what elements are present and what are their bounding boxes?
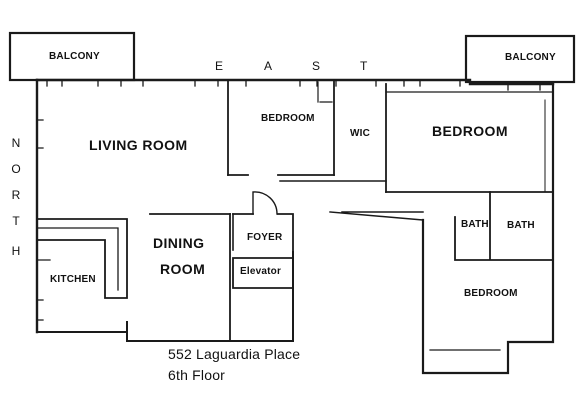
east-exterior-right: [421, 82, 555, 375]
address-caption: 552 Laguardia Place: [168, 346, 301, 362]
foyer-door-swing: [252, 191, 278, 215]
east-letter-a: A: [264, 59, 273, 73]
hall-south-wall: [329, 211, 424, 221]
living-room-label: LIVING ROOM: [89, 137, 188, 153]
east-letter-e: E: [215, 59, 224, 73]
master-bedroom-label: BEDROOM: [432, 123, 508, 139]
top-wall-ticks: [46, 79, 541, 91]
wic-label: WIC: [350, 128, 371, 139]
bedroom-small-label: BEDROOM: [261, 113, 315, 124]
room-label: ROOM: [160, 261, 206, 277]
north-letter-n: N: [11, 136, 21, 150]
floor-caption: 6th Floor: [168, 367, 226, 383]
north-letter-r: R: [11, 188, 21, 202]
dining-label: DINING: [153, 235, 205, 251]
west-balcony-label: BALCONY: [49, 51, 100, 62]
kitchen-label: KITCHEN: [50, 274, 96, 285]
north-letter-t: T: [12, 214, 20, 228]
east-letter-t: T: [360, 59, 368, 73]
east-letter-s: S: [312, 59, 321, 73]
foyer-label: FOYER: [247, 232, 283, 243]
north-letter-o: O: [11, 162, 21, 176]
kitchen-inner: [36, 227, 119, 291]
bath-walls: [454, 191, 554, 261]
elevator-label: Elevator: [240, 266, 282, 277]
east-balcony-outline: [464, 34, 576, 84]
east-exterior-wall: [35, 78, 555, 86]
south-wall-west: [36, 251, 294, 342]
north-letter-h: H: [11, 244, 21, 258]
east-balcony-label: BALCONY: [505, 52, 556, 63]
west-wall-ticks: [36, 119, 44, 321]
closet-detail: [317, 81, 554, 103]
kitchen-walls: [36, 218, 128, 299]
south-bedroom-label: BEDROOM: [464, 288, 518, 299]
foyer-walls: [232, 213, 294, 289]
bath-1-label: BATH: [461, 219, 489, 230]
bath-2-label: BATH: [507, 220, 535, 231]
